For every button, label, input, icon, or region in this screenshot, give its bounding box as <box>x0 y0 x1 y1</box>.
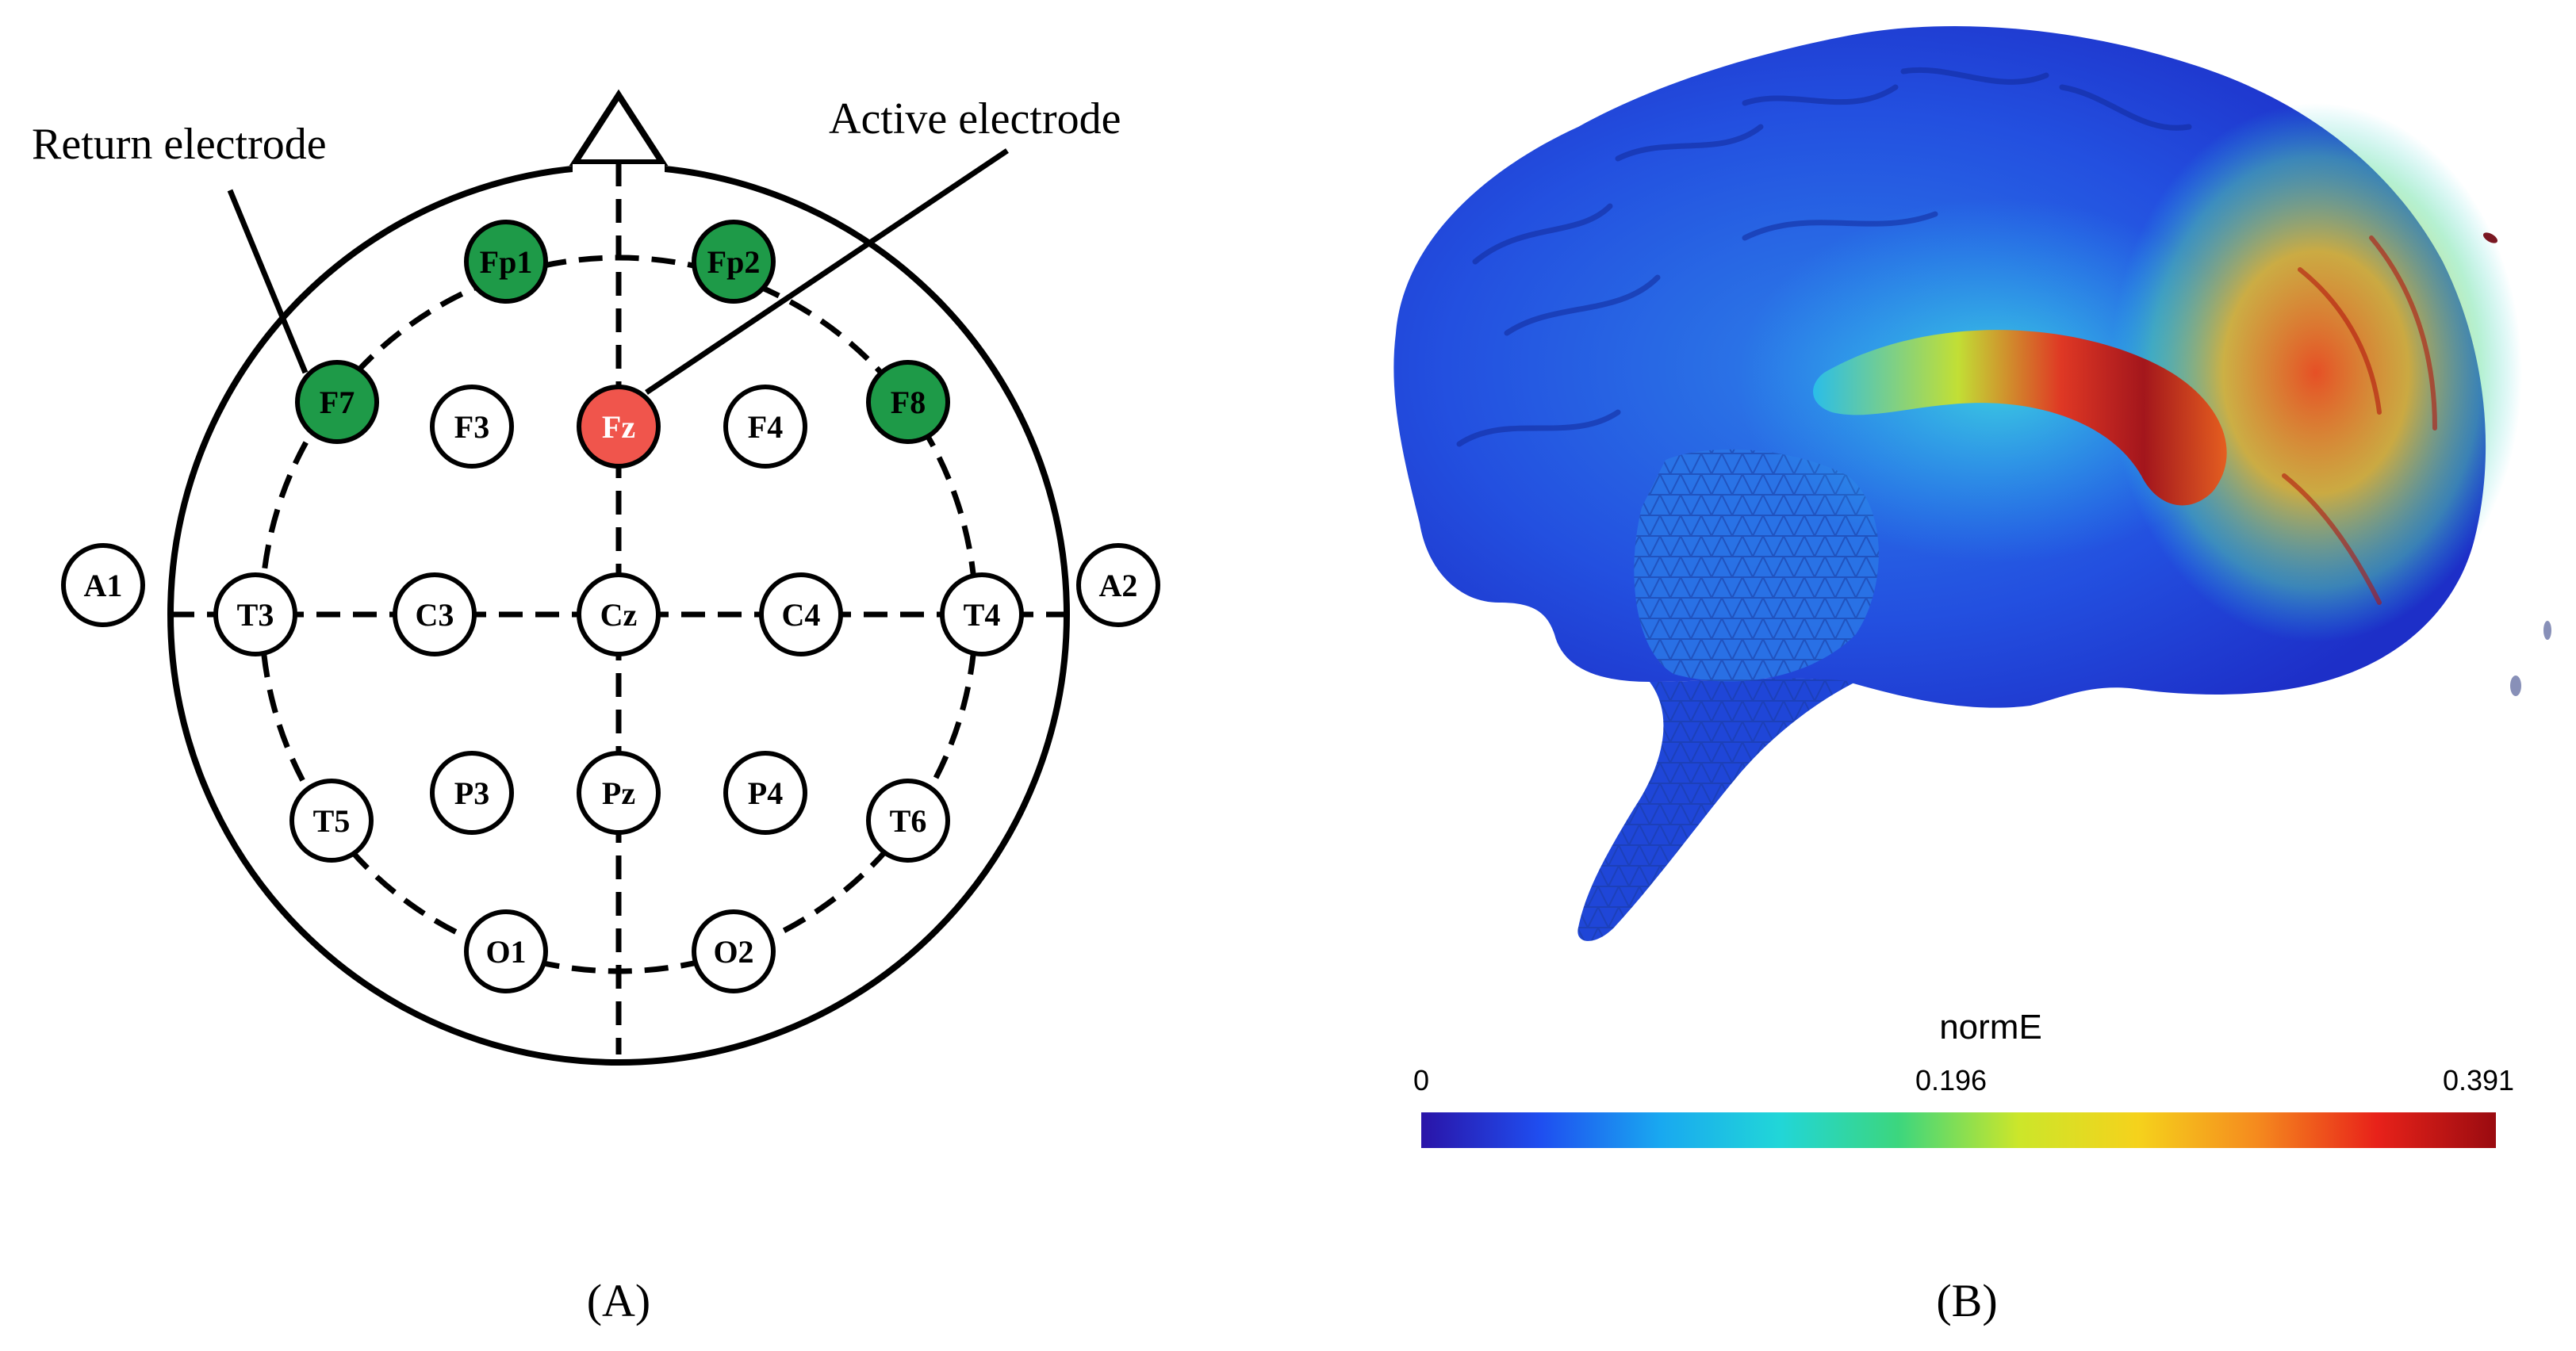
electrode-label: T3 <box>237 597 274 633</box>
electrode-circle <box>692 909 776 993</box>
electrode-label: P4 <box>748 775 783 811</box>
electrode-label: Fp1 <box>480 244 533 280</box>
electrode-circle <box>295 360 379 444</box>
electrode-label: F3 <box>454 409 489 445</box>
brain-surface-render <box>1393 25 2551 941</box>
electrode-circle <box>723 385 807 469</box>
electrode-label: T4 <box>964 597 1001 633</box>
electrode-a1: A1 <box>61 543 145 627</box>
brain-efield-panel: normE 0 0.196 0.391 (B) <box>1393 25 2551 1326</box>
electrode-circle <box>577 385 661 469</box>
brainstem-mesh <box>1577 678 1856 941</box>
electrode-circle <box>393 572 477 656</box>
electrode-label: T5 <box>313 803 351 839</box>
electrode-f3: F3 <box>430 385 514 469</box>
electrode-p3: P3 <box>430 751 514 835</box>
gyri-lines <box>1456 67 2192 447</box>
electrode-circle <box>723 751 807 835</box>
electrode-cz: Cz <box>577 572 661 656</box>
panel-b-label: (B) <box>1936 1275 1997 1326</box>
electrode-circle <box>577 751 661 835</box>
electrode-t3: T3 <box>213 572 297 656</box>
electrode-c3: C3 <box>393 572 477 656</box>
electrode-o1: O1 <box>464 909 548 993</box>
active-electrode-pointer <box>645 148 1009 395</box>
electrode-circle <box>692 220 776 304</box>
electrode-label: Fp2 <box>707 244 761 280</box>
electrode-circle <box>430 385 514 469</box>
hot-gyri-lines <box>2282 235 2437 605</box>
colorbar-gradient <box>1421 1112 2496 1148</box>
electrode-t5: T5 <box>289 779 374 863</box>
panel-a-label: (A) <box>587 1275 651 1326</box>
electrode-fp2: Fp2 <box>692 220 776 304</box>
electrode-o2: O2 <box>692 909 776 993</box>
electrode-circle <box>940 572 1024 656</box>
electrode-label: T6 <box>890 803 927 839</box>
artifact-fragment <box>2510 676 2521 696</box>
electrode-circle <box>866 360 950 444</box>
electrode-label: O1 <box>485 934 526 970</box>
electrode-circle <box>430 751 514 835</box>
electrode-circle <box>866 779 950 863</box>
corpus-callosum <box>1813 330 2227 506</box>
electrode-f7: F7 <box>295 360 379 444</box>
electrode-label: F4 <box>748 409 783 445</box>
electrode-pz: Pz <box>577 751 661 835</box>
electrode-montage-diagram: Return electrode Active electrode Fp1 Fp2… <box>32 89 1160 1326</box>
frontal-hotspot <box>2110 103 2522 642</box>
electrode-f4: F4 <box>723 385 807 469</box>
electrode-t4: T4 <box>940 572 1024 656</box>
electrode-circle <box>213 572 297 656</box>
artifact-fragment <box>2482 232 2498 243</box>
colorbar-title: normE <box>1939 1008 2042 1047</box>
electrode-t6: T6 <box>866 779 950 863</box>
electrode-label: C3 <box>416 597 454 633</box>
electrode-label: A1 <box>84 568 123 603</box>
electrode-label: Pz <box>602 775 635 811</box>
electrode-c4: C4 <box>759 572 843 656</box>
electrode-label: Fz <box>602 409 635 445</box>
colorbar-min-label: 0 <box>1413 1064 1429 1096</box>
colorbar-max-label: 0.391 <box>2443 1064 2514 1096</box>
electrode-f8: F8 <box>866 360 950 444</box>
electrode-label: P3 <box>454 775 489 811</box>
electrode-a2: A2 <box>1076 543 1160 627</box>
electrode-circle <box>1076 543 1160 627</box>
electrode-p4: P4 <box>723 751 807 835</box>
electrode-circle <box>289 779 374 863</box>
artifact-fragment <box>2543 621 2551 640</box>
electrode-circle <box>759 572 843 656</box>
electrode-circle <box>61 543 145 627</box>
electrode-circle <box>464 220 548 304</box>
nose-marker <box>569 89 669 166</box>
electrode-label: Cz <box>600 597 638 633</box>
electrode-circle <box>577 572 661 656</box>
electrode-label: O2 <box>713 934 753 970</box>
return-electrode-pointer <box>227 189 309 374</box>
electrode-label: C4 <box>782 597 821 633</box>
electrode-fz: Fz <box>577 385 661 469</box>
electrode-label: F8 <box>891 385 926 420</box>
electrode-label: F7 <box>320 385 355 420</box>
electrode-fp1: Fp1 <box>464 220 548 304</box>
active-electrode-label: Active electrode <box>829 94 1121 144</box>
return-electrode-label: Return electrode <box>32 120 327 169</box>
electrode-circle <box>464 909 548 993</box>
electrode-label: A2 <box>1099 568 1138 603</box>
colorbar-mid-label: 0.196 <box>1915 1064 1987 1096</box>
colorbar: normE 0 0.196 0.391 <box>1413 1008 2514 1148</box>
